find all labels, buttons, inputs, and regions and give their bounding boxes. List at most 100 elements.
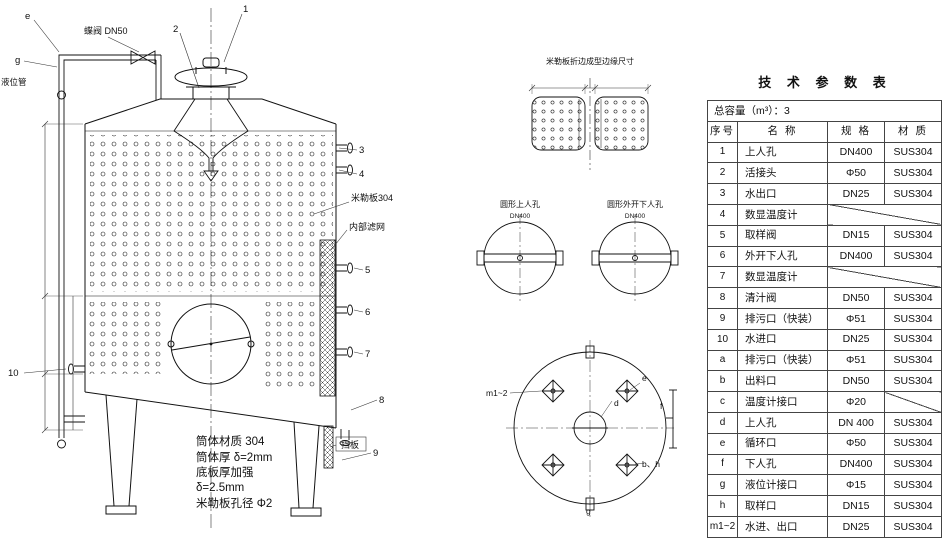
cell-spec: DN400 xyxy=(827,141,885,164)
detail-views: 米勒板折边成型边缘尺寸 圆形上人孔 DN400 xyxy=(476,56,679,520)
cell-spec: Φ51 xyxy=(827,307,885,330)
cell-seq: 10 xyxy=(707,328,738,351)
cell-seq: e xyxy=(707,432,738,455)
cell-seq: f xyxy=(707,453,738,476)
callout-4: 4 xyxy=(359,169,364,180)
edge-detail-title: 米勒板折边成型边缘尺寸 xyxy=(546,56,634,66)
cell-material: SUS304 xyxy=(883,411,943,434)
level-tube-piping xyxy=(57,50,162,449)
cell-material: SUS304 xyxy=(883,183,943,205)
header-seq: 序号 xyxy=(707,120,738,143)
cell-name: 液位计接口 xyxy=(737,474,828,497)
cell-name: 出料口 xyxy=(737,370,828,393)
cell-seq: 1 xyxy=(707,141,738,164)
cell-name: 取样阀 xyxy=(737,224,828,247)
note-line-5: 米勒板孔径 Φ2 xyxy=(196,496,272,510)
callout-7: 7 xyxy=(365,349,370,360)
level-tube-label: 液位管 xyxy=(1,77,27,87)
cell-material: SUS304 xyxy=(883,495,943,517)
cell-name: 水进口 xyxy=(737,328,828,351)
dimension-lines xyxy=(41,120,83,434)
cell-spec: DN25 xyxy=(827,183,885,205)
callout-g: g xyxy=(15,55,20,66)
cell-seq: g xyxy=(707,474,738,497)
plan-labels: m1~2 d e f g b、h xyxy=(486,373,663,516)
column-header-row: 序号 名 称 规 格 材 质 xyxy=(707,120,943,143)
callout-6: 6 xyxy=(365,307,370,318)
callout-3: 3 xyxy=(359,145,364,156)
top-manhole-label: 圆形上人孔 xyxy=(500,200,540,209)
cell-seq: d xyxy=(707,411,738,434)
cell-spec: DN25 xyxy=(827,328,885,351)
cell-spec: DN 400 xyxy=(827,411,885,434)
cell-spec-material-na xyxy=(826,266,943,289)
cell-seq: h xyxy=(707,495,738,517)
miller-plate-label: 米勒板304 xyxy=(351,192,393,203)
note-line-3: 底板厚加强 xyxy=(196,465,254,479)
lower-manhole-label: 圆形外开下人孔 xyxy=(607,199,663,209)
cell-seq: c xyxy=(707,391,738,413)
cell-seq: 8 xyxy=(707,287,738,309)
side-manhole xyxy=(167,303,255,385)
cell-spec: Φ50 xyxy=(827,162,885,185)
cell-name: 下人孔 xyxy=(737,453,828,476)
header-name: 名 称 xyxy=(737,120,828,143)
cell-spec: DN15 xyxy=(827,495,885,517)
tank-legs xyxy=(105,394,322,517)
cell-name: 数显温度计 xyxy=(737,203,828,226)
callout-2: 2 xyxy=(173,24,178,35)
table-title: 技 术 参 数 表 xyxy=(758,75,892,90)
drawing-labels: e g 蝶阀 DN50 液位管 1 2 3 4 米勒板304 内部滤网 5 6 … xyxy=(1,4,393,459)
cell-spec: Φ51 xyxy=(827,349,885,372)
cell-seq: 6 xyxy=(707,245,738,268)
cell-spec: DN400 xyxy=(827,453,885,476)
cell-name: 排污口（快装） xyxy=(737,349,828,372)
cell-material: SUS304 xyxy=(883,515,943,538)
plan-leaders xyxy=(509,382,645,505)
cell-name: 循环口 xyxy=(737,432,828,455)
cell-name: 水出口 xyxy=(737,183,828,205)
internal-funnel xyxy=(173,98,249,182)
cell-name: 取样口 xyxy=(737,495,828,517)
cell-spec: Φ50 xyxy=(827,432,885,455)
cell-name: 上人孔 xyxy=(737,411,828,434)
cell-seq: 5 xyxy=(707,224,738,247)
internal-filter-strip xyxy=(319,239,336,397)
plan-label-e: e xyxy=(642,373,647,383)
cell-material-na xyxy=(883,391,943,413)
cell-material: SUS304 xyxy=(883,141,943,164)
note-line-4: δ=2.5mm xyxy=(196,482,244,494)
baffle-label-group: 挡板 xyxy=(329,436,367,452)
cell-seq: m1~2 xyxy=(707,515,738,538)
cell-material: SUS304 xyxy=(883,474,943,497)
cell-seq: a xyxy=(707,349,738,372)
butterfly-valve-label: 蝶阀 DN50 xyxy=(84,25,128,36)
cell-name: 温度计接口 xyxy=(737,391,828,413)
baffle-label: 挡板 xyxy=(341,439,359,450)
callout-e: e xyxy=(25,11,30,22)
cell-name: 外开下人孔 xyxy=(737,245,828,268)
cell-spec: Φ15 xyxy=(827,474,885,497)
top-manhole-assembly xyxy=(174,57,248,99)
round-top-manhole-view: 圆形上人孔 DN400 xyxy=(476,200,564,302)
round-lower-manhole-view: 圆形外开下人孔 DN400 xyxy=(591,199,679,302)
inner-filter-label: 内部滤网 xyxy=(349,221,385,232)
cell-spec: DN50 xyxy=(827,287,885,309)
miller-plate-edge-detail: 米勒板折边成型边缘尺寸 xyxy=(528,56,652,170)
plan-label-bh: b、h xyxy=(642,459,660,469)
cell-seq: 9 xyxy=(707,307,738,330)
